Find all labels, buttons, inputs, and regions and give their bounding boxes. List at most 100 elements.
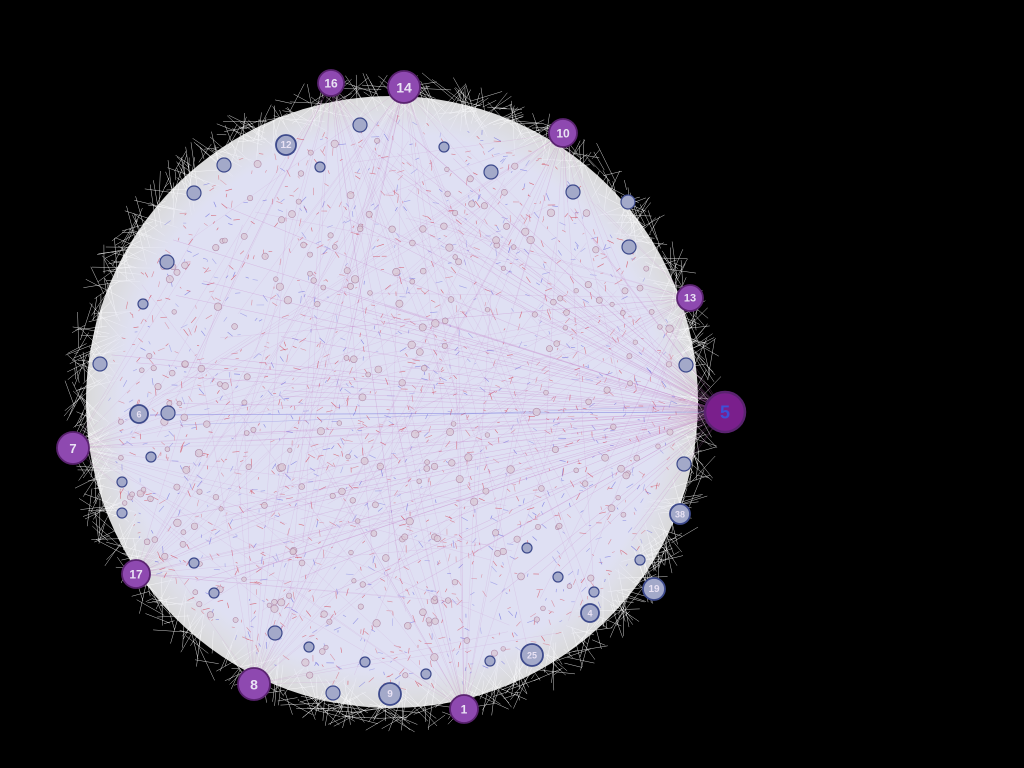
graph-node bbox=[405, 517, 414, 526]
graph-node bbox=[118, 455, 124, 461]
graph-node bbox=[440, 222, 448, 230]
graph-node bbox=[186, 185, 202, 201]
graph-node bbox=[147, 495, 154, 502]
node-label: 7 bbox=[69, 441, 76, 456]
graph-node bbox=[217, 381, 223, 387]
graph-node bbox=[164, 446, 171, 452]
hub-edges bbox=[72, 82, 726, 710]
graph-node bbox=[455, 258, 462, 266]
graph-node bbox=[372, 619, 381, 628]
graph-node bbox=[424, 459, 430, 466]
graph-node bbox=[316, 427, 325, 436]
node-circle bbox=[56, 431, 90, 465]
graph-node bbox=[419, 225, 427, 233]
graph-node bbox=[450, 421, 457, 427]
graph-node bbox=[526, 235, 535, 245]
graph-node bbox=[221, 382, 229, 390]
graph-node bbox=[409, 278, 416, 285]
node-circle bbox=[121, 559, 151, 589]
graph-node bbox=[331, 244, 338, 250]
graph-node bbox=[463, 637, 471, 644]
node-label: 10 bbox=[556, 127, 570, 141]
graph-node bbox=[243, 430, 250, 436]
graph-node bbox=[401, 533, 409, 541]
graph-node bbox=[320, 284, 327, 291]
graph-node bbox=[617, 464, 625, 473]
graph-node bbox=[538, 485, 545, 492]
graph-node bbox=[431, 319, 440, 328]
graph-node bbox=[212, 244, 220, 252]
graph-node bbox=[116, 476, 128, 488]
graph-node bbox=[445, 243, 454, 252]
edge-cloud bbox=[63, 72, 726, 733]
graph-node bbox=[615, 495, 621, 501]
graph-node-7: 7 bbox=[56, 431, 90, 465]
graph-node bbox=[543, 389, 549, 396]
graph-node bbox=[533, 616, 540, 623]
graph-node bbox=[665, 361, 673, 368]
graph-node bbox=[179, 540, 187, 548]
node-label: 9 bbox=[387, 689, 393, 700]
graph-node bbox=[181, 261, 189, 269]
graph-node bbox=[151, 536, 159, 543]
graph-node bbox=[444, 190, 451, 197]
graph-node bbox=[367, 290, 373, 296]
graph-node bbox=[407, 340, 416, 350]
graph-node bbox=[587, 574, 595, 582]
graph-node bbox=[506, 465, 515, 474]
graph-node bbox=[395, 299, 404, 308]
graph-node bbox=[343, 355, 350, 361]
graph-node bbox=[451, 579, 459, 586]
graph-node bbox=[588, 586, 600, 598]
graph-node bbox=[277, 463, 286, 472]
node-label: 13 bbox=[684, 293, 696, 305]
node-circle bbox=[703, 390, 747, 434]
graph-node bbox=[287, 447, 293, 453]
graph-node bbox=[531, 311, 538, 318]
graph-node bbox=[250, 426, 257, 433]
graph-node bbox=[288, 210, 296, 218]
graph-node bbox=[298, 483, 305, 490]
graph-node bbox=[432, 595, 438, 601]
graph-node bbox=[415, 348, 424, 356]
graph-node bbox=[307, 251, 313, 258]
graph-node bbox=[298, 559, 306, 567]
graph-node bbox=[338, 487, 346, 496]
graph-node bbox=[374, 137, 380, 144]
graph-node bbox=[466, 175, 474, 183]
graph-node bbox=[500, 646, 506, 652]
graph-node bbox=[452, 210, 459, 217]
graph-node bbox=[208, 587, 220, 599]
graph-node bbox=[551, 445, 559, 453]
node-circle bbox=[237, 667, 271, 701]
graph-node bbox=[355, 518, 361, 524]
graph-node-5: 5 bbox=[703, 390, 747, 434]
graph-node bbox=[139, 367, 145, 373]
graph-node bbox=[409, 239, 416, 247]
graph-node bbox=[423, 465, 431, 472]
graph-node bbox=[266, 602, 272, 608]
graph-node bbox=[325, 685, 341, 701]
graph-node bbox=[286, 592, 293, 599]
graph-node bbox=[314, 161, 326, 173]
graph-node bbox=[492, 236, 500, 244]
graph-node bbox=[350, 355, 358, 363]
graph-node-16: 16 bbox=[317, 69, 345, 97]
node-circle bbox=[449, 694, 479, 724]
graph-node bbox=[216, 157, 232, 173]
graph-node bbox=[442, 317, 449, 324]
graph-node bbox=[351, 275, 360, 284]
graph-node bbox=[445, 597, 452, 604]
graph-node bbox=[494, 550, 501, 557]
graph-node bbox=[180, 529, 187, 536]
graph-node bbox=[307, 149, 314, 156]
graph-node bbox=[165, 275, 174, 284]
graph-node bbox=[275, 282, 284, 291]
graph-node bbox=[161, 552, 169, 560]
graph-node bbox=[326, 618, 333, 625]
graph-node bbox=[231, 323, 238, 330]
graph-node bbox=[154, 383, 162, 391]
graph-node bbox=[601, 453, 609, 462]
graph-node bbox=[273, 276, 279, 282]
